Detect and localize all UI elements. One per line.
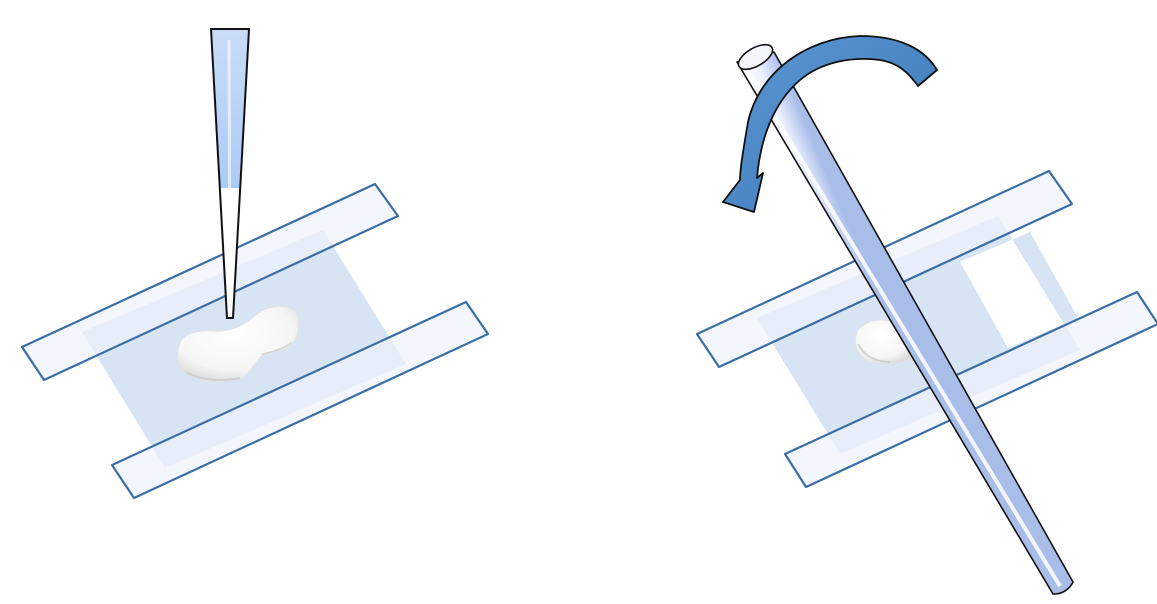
right-panel	[695, 35, 1157, 595]
tissue-sample	[177, 305, 300, 382]
rotation-arrow	[722, 35, 938, 213]
tape-strip-lower	[783, 290, 1157, 489]
tape-strip-upper	[20, 182, 400, 382]
tape-strip-lower	[110, 300, 490, 500]
left-panel	[20, 28, 490, 500]
rolling-rod	[736, 43, 1074, 595]
pipette-tip	[209, 28, 251, 319]
